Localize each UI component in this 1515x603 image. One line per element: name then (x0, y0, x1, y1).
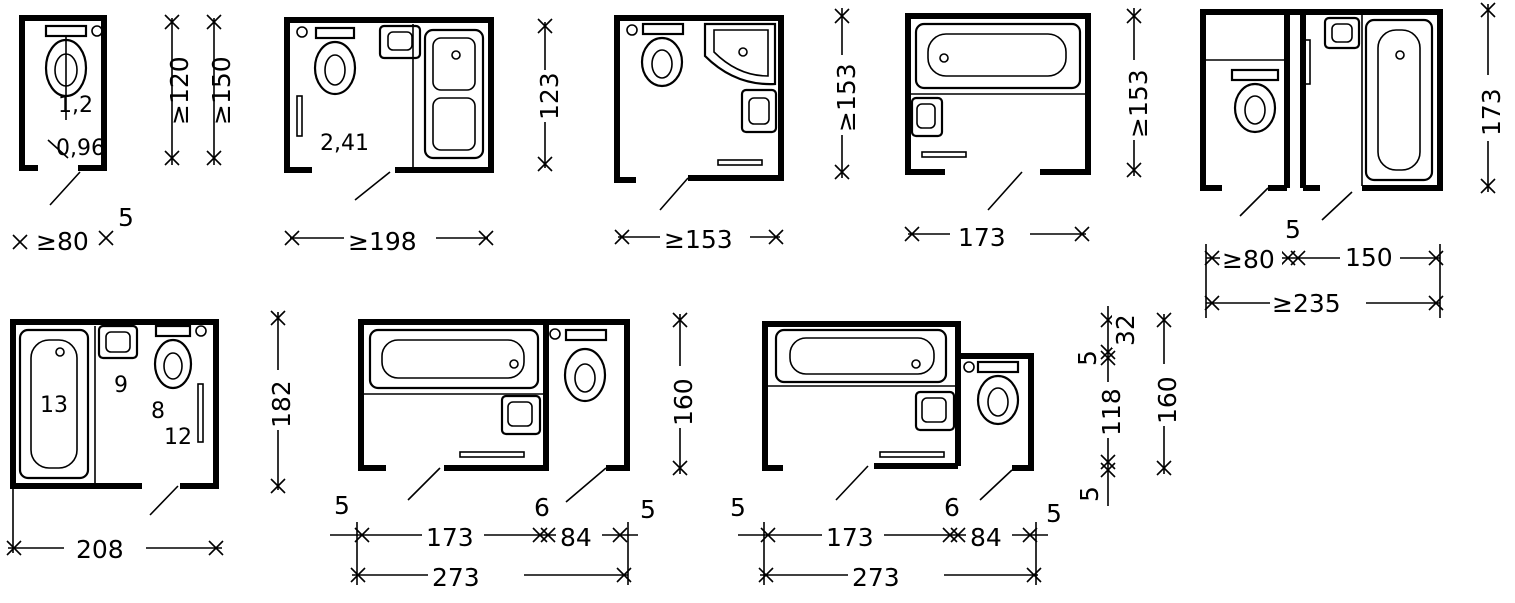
shower-tray-icon (703, 22, 777, 86)
dim-wall: 5 (118, 203, 134, 232)
dim-right: 150 (1345, 243, 1393, 272)
plan5-walls (1200, 9, 1443, 191)
bathtub-icon (774, 328, 948, 384)
plan-bath-wc-basin: 2,41 ≥198 123 (284, 17, 564, 256)
dim-total: ≥235 (1272, 289, 1341, 318)
basin-icon (378, 24, 422, 60)
door-leaf (1239, 187, 1269, 217)
door-leaf (565, 467, 607, 503)
towel-rail (296, 95, 303, 137)
dim-height-wc: ≥120 (165, 56, 194, 125)
dim-width: ≥80 (36, 227, 89, 256)
dim-wall-left: 5 (334, 491, 350, 520)
basin-icon (97, 324, 139, 360)
door-leaf (979, 469, 1013, 501)
dim-h-step: 32 (1111, 314, 1140, 346)
dim-wc-width: 84 (970, 523, 1002, 552)
dim-wall: 5 (1285, 215, 1301, 244)
dim-height: 160 (1153, 376, 1182, 424)
wc-icon (153, 324, 207, 390)
dim-height: 160 (669, 378, 698, 426)
plan-shower-room: ≥153 ≥153 (614, 8, 861, 254)
plan8-walls (762, 321, 1034, 471)
bathtub-icon (368, 328, 540, 390)
towel-rail (1303, 39, 1311, 85)
dim-height: ≥153 (1124, 69, 1153, 138)
dim-height: ≥153 (832, 63, 861, 132)
dim-partition: 6 (534, 493, 550, 522)
dim-total: 273 (432, 563, 480, 592)
wc-icon (549, 328, 608, 403)
plan2-walls (284, 17, 494, 173)
bathtub-icon (18, 328, 90, 480)
basin-icon (740, 88, 778, 134)
door-leaf (659, 177, 689, 211)
dim-width: 208 (76, 535, 124, 564)
dim-width: ≥153 (664, 225, 733, 254)
dim-height: 182 (267, 380, 296, 428)
bathtub-icon (914, 22, 1082, 90)
dim-height-total: ≥150 (207, 56, 236, 125)
dim-wall-right: 5 (1046, 499, 1062, 528)
leader-line (47, 139, 69, 159)
area-label: 2,41 (320, 131, 369, 156)
area-bath: 13 (40, 393, 68, 418)
door-leaf (835, 465, 869, 501)
dim-bath-length: 173 (426, 523, 474, 552)
plan3-walls (614, 15, 784, 183)
door-leaf (1321, 191, 1353, 221)
plan-bath-wc-stepped: 5 173 6 84 5 273 5 32 118 5 160 (730, 306, 1182, 592)
dim-total: 273 (852, 563, 900, 592)
dim-h-wall-top: 5 (1073, 350, 1102, 366)
plan-bath-basin-wc-row: 13 9 8 12 208 182 (6, 310, 296, 564)
area-wc: 8 (151, 399, 165, 424)
bathtub-icon (423, 28, 485, 160)
dim-width: ≥198 (348, 227, 417, 256)
plan-separate-wc-bath: ≥80 5 150 ≥235 173 (1200, 2, 1506, 318)
wc-icon (1230, 68, 1280, 134)
area-label-lower: 0,96 (56, 136, 105, 161)
area-rail: 12 (164, 425, 192, 450)
dim-height: 173 (1477, 88, 1506, 136)
area-basin: 9 (114, 373, 128, 398)
dim-width: 173 (958, 223, 1006, 252)
area-label-upper: 1,2 (58, 93, 93, 118)
towel-rail (717, 159, 763, 166)
door-leaf (407, 467, 441, 501)
plan-bath-basin: 173 ≥153 (904, 8, 1153, 252)
dim-h-wall-bottom: 5 (1075, 486, 1104, 502)
wc-icon (44, 24, 103, 120)
dim-height: 123 (535, 72, 564, 120)
wc-icon (963, 360, 1020, 426)
dim-wall-right: 5 (640, 495, 656, 524)
door-leaf (149, 485, 179, 516)
bathtub-icon (1364, 18, 1434, 182)
basin-icon (500, 394, 542, 436)
plan1-walls (19, 15, 107, 171)
dim-wall-left: 5 (730, 493, 746, 522)
plan-wc-cubicle: 1,2 0,96 ≥80 5 ≥120 ≥150 (12, 14, 236, 256)
wc-icon (626, 22, 685, 88)
plan4-walls (905, 13, 1091, 175)
towel-rail (879, 451, 945, 458)
basin-icon (1323, 16, 1361, 50)
dim-h-middle: 118 (1097, 388, 1126, 436)
towel-rail (197, 383, 204, 443)
towel-rail (921, 151, 967, 158)
dim-left: ≥80 (1222, 245, 1275, 274)
dim-wc-width: 84 (560, 523, 592, 552)
plan-bath-wc-wide: 5 173 6 84 5 273 160 (330, 312, 698, 592)
plan6-walls (10, 319, 219, 489)
basin-icon (914, 390, 956, 432)
door-leaf (354, 171, 391, 201)
plan7-walls (358, 319, 630, 471)
basin-icon (910, 96, 944, 138)
dim-partition: 6 (944, 493, 960, 522)
door-leaf (987, 171, 1023, 211)
dim-bath-length: 173 (826, 523, 874, 552)
door-leaf (49, 171, 81, 206)
wc-icon (296, 26, 357, 96)
towel-rail (459, 451, 525, 458)
